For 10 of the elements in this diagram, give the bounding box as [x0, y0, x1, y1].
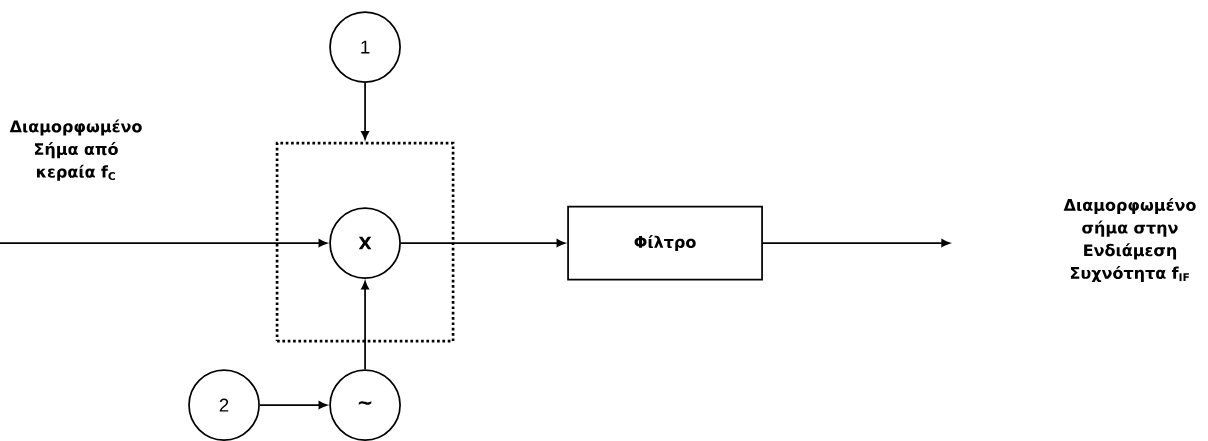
arrow: [400, 239, 565, 247]
arrow: [0, 239, 327, 247]
signal-label: Διαμορφωμένο Σήμα από κεραία f$_{C}$: [9, 119, 142, 181]
arrow: [762, 239, 950, 247]
arrow: [259, 401, 327, 409]
filter-box: Φίλτρο: [567, 205, 763, 281]
arrow: [361, 82, 369, 140]
arrow: [361, 281, 369, 371]
signal-label: Διαμορφωμένο σήμα στην Ενδιάμεση Συχνότητα f$_{IF}$: [1063, 197, 1196, 283]
dotted-frame: [275, 141, 455, 343]
